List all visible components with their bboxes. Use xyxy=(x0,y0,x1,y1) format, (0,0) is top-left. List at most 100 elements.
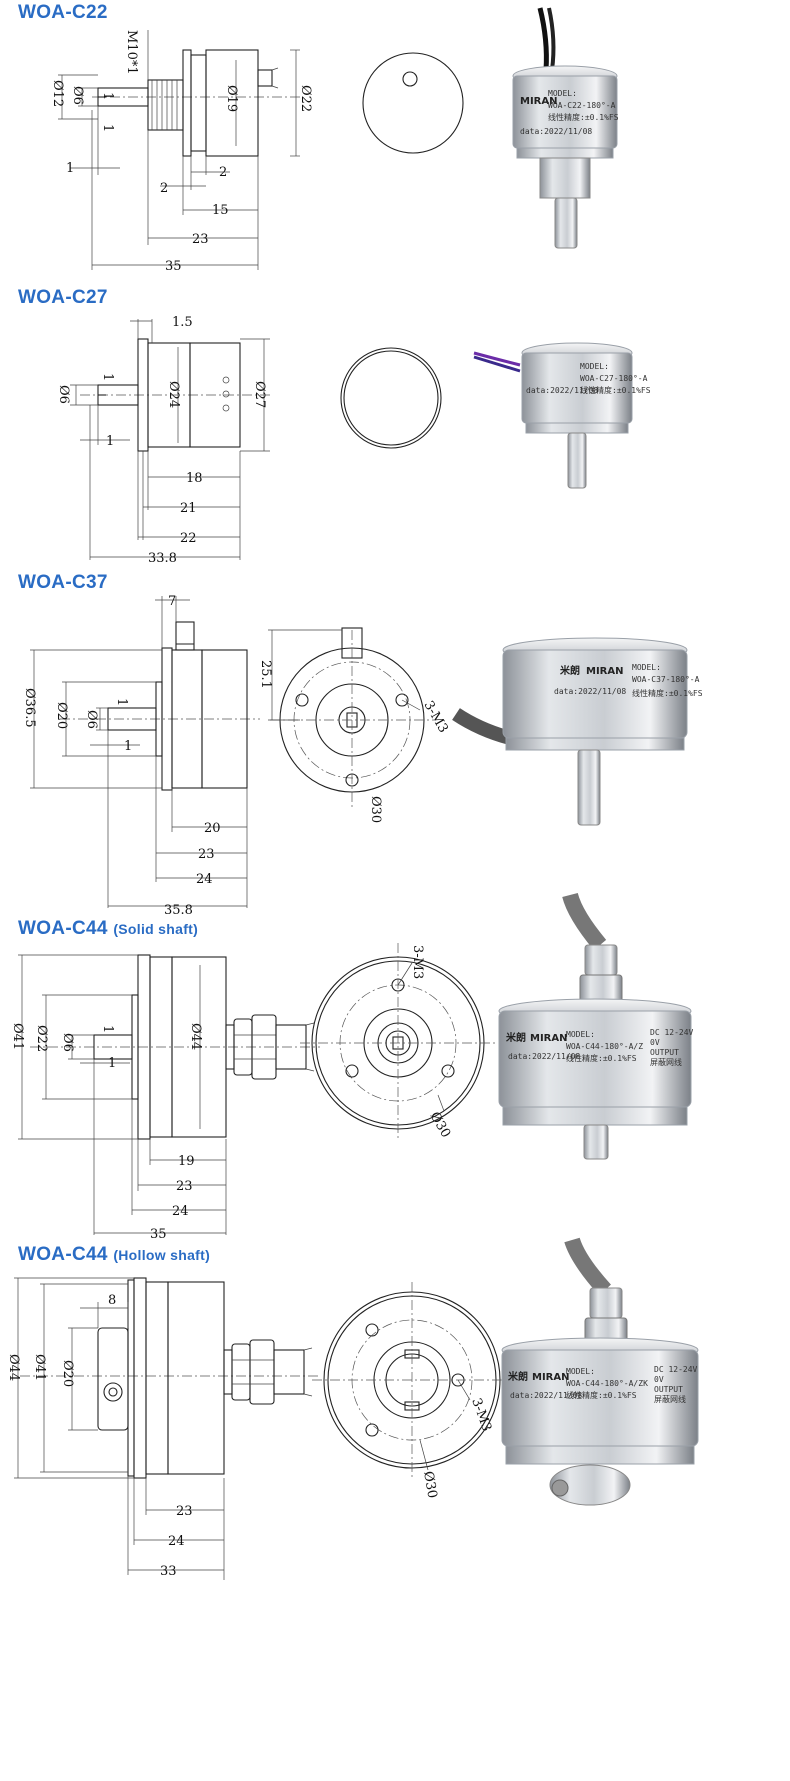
dim-d6: Ø6 xyxy=(70,86,85,105)
dim-3-m3: 3-M3 xyxy=(410,945,425,979)
svg-text:MODEL:: MODEL: xyxy=(548,89,577,98)
dim-33-8: 33.8 xyxy=(148,551,177,566)
svg-text:MIRAN: MIRAN xyxy=(586,666,623,677)
dim-7: 7 xyxy=(168,594,176,609)
dim-1a: 1 xyxy=(114,698,129,706)
drawing-woa-c37: 7 Ø36.5 Ø20 Ø6 1 1 20 23 24 35.8 25.1 3-… xyxy=(22,594,703,918)
section-woa-c22: WOA-C22 xyxy=(0,0,790,290)
svg-text:DC 12-24V: DC 12-24V xyxy=(654,1365,698,1374)
dim-d44: Ø44 xyxy=(6,1354,21,1381)
dim-d30: Ø30 xyxy=(368,796,383,823)
side-view xyxy=(92,49,300,157)
svg-text:米朗: 米朗 xyxy=(560,664,580,677)
front-view xyxy=(362,52,464,154)
dim-d22: Ø22 xyxy=(298,85,313,112)
dim-thread: M10*1 xyxy=(124,30,139,75)
dim-d19: Ø19 xyxy=(224,85,239,112)
dim-2a: 2 xyxy=(160,181,168,196)
dim-1b: 1 xyxy=(108,1056,116,1071)
svg-text:屏蔽网线: 屏蔽网线 xyxy=(654,1394,686,1404)
svg-text:MODEL:: MODEL: xyxy=(632,663,661,672)
dim-d6: Ø6 xyxy=(84,710,99,729)
section-woa-c37: WOA-C37 7 xyxy=(0,570,790,920)
front-view xyxy=(312,1282,512,1480)
dim-1-5: 1.5 xyxy=(172,315,193,330)
section-woa-c44-solid: WOA-C44 (Solid shaft) xyxy=(0,892,790,1245)
dim-2b: 2 xyxy=(219,165,227,180)
svg-text:WOA-C27-180°-A: WOA-C27-180°-A xyxy=(580,374,648,383)
dim-23: 23 xyxy=(192,232,209,247)
dim-19: 19 xyxy=(178,1154,195,1169)
front-view xyxy=(300,943,496,1141)
svg-text:data:2022/11/08: data:2022/11/08 xyxy=(510,1391,582,1400)
dim-1b: 1 xyxy=(124,739,132,754)
drawing-woa-c22: M10*1 Ø12 Ø6 Ø19 Ø22 1 1 1 2 2 15 23 35 … xyxy=(50,7,619,274)
svg-text:米朗: 米朗 xyxy=(506,1031,526,1044)
svg-text:MIRAN: MIRAN xyxy=(532,1372,569,1383)
product-photo-c37: 米朗 MIRAN MODEL: WOA-C37-180°-A 线性精度:±0.1… xyxy=(452,637,703,826)
svg-text:线性精度:±0.1%FS: 线性精度:±0.1%FS xyxy=(566,1053,637,1063)
svg-text:线性精度:±0.1%FS: 线性精度:±0.1%FS xyxy=(548,112,619,122)
dim-d6: Ø6 xyxy=(56,385,71,404)
product-photo-c22: MIRAN MODEL: WOA-C22-180°-A 线性精度:±0.1%FS… xyxy=(512,7,619,249)
dim-d22: Ø22 xyxy=(34,1025,49,1052)
svg-text:MIRAN: MIRAN xyxy=(530,1033,567,1044)
dim-d44: Ø44 xyxy=(188,1023,203,1050)
dim-3-m3: 3-M3 xyxy=(468,1396,494,1433)
dim-d6: Ø6 xyxy=(60,1033,75,1052)
section-title: WOA-C27 xyxy=(18,287,108,308)
svg-text:WOA-C37-180°-A: WOA-C37-180°-A xyxy=(632,675,700,684)
drawing-woa-c44-solid: Ø41 Ø22 Ø6 1 Ø44 1 19 23 24 35 3-M3 Ø30 xyxy=(10,892,694,1242)
dim-1b: 1 xyxy=(106,434,114,449)
section-title: WOA-C44 (Hollow shaft) xyxy=(18,1244,211,1265)
svg-text:data:2022/11/08: data:2022/11/08 xyxy=(554,687,626,696)
dim-d41: Ø41 xyxy=(32,1354,47,1381)
drawing-woa-c27: 1.5 Ø6 1 Ø24 Ø27 1 18 21 22 33.8 MODEL: … xyxy=(56,315,651,566)
dim-24: 24 xyxy=(196,872,213,887)
dim-35: 35 xyxy=(150,1227,167,1242)
dim-35: 35 xyxy=(165,259,182,274)
dim-d30: Ø30 xyxy=(427,1110,454,1141)
dim-20: 20 xyxy=(204,821,221,836)
dim-1a: 1 xyxy=(100,373,115,381)
svg-text:线性精度:±0.1%FS: 线性精度:±0.1%FS xyxy=(566,1390,637,1400)
front-view xyxy=(268,627,436,808)
svg-text:OUTPUT: OUTPUT xyxy=(654,1385,683,1394)
dim-1a: 1 xyxy=(100,1025,115,1033)
svg-text:MODEL:: MODEL: xyxy=(580,362,609,371)
svg-text:0V: 0V xyxy=(650,1038,660,1047)
dim-d12: Ø12 xyxy=(50,80,65,107)
section-woa-c44-hollow: WOA-C44 (Hollow shaft) xyxy=(0,1237,790,1781)
dim-3-m3: 3-M3 xyxy=(421,699,451,736)
dim-d27: Ø27 xyxy=(252,381,267,408)
svg-text:WOA-C44-180°-A/Z: WOA-C44-180°-A/Z xyxy=(566,1042,643,1051)
dim-d20: Ø20 xyxy=(54,702,69,729)
dim-d41: Ø41 xyxy=(10,1023,25,1050)
product-photo-c44s: 米朗 MIRAN MODEL: WOA-C44-180°-A/Z 线性精度:±0… xyxy=(498,892,694,1160)
svg-text:MIRAN: MIRAN xyxy=(520,96,557,107)
svg-text:data:2022/11/08: data:2022/11/08 xyxy=(520,127,592,136)
drawing-woa-c44-hollow: Ø44 Ø41 Ø20 8 23 24 33 3-M3 Ø30 xyxy=(6,1237,699,1580)
svg-text:OUTPUT: OUTPUT xyxy=(650,1048,679,1057)
dim-d20: Ø20 xyxy=(60,1360,75,1387)
dim-1-left: 1 xyxy=(66,161,74,176)
dim-22: 22 xyxy=(180,531,197,546)
dim-1a: 1 xyxy=(100,92,115,100)
section-title: WOA-C37 xyxy=(18,572,108,593)
svg-text:MODEL:: MODEL: xyxy=(566,1030,595,1039)
svg-text:线性精度:±0.1%FS: 线性精度:±0.1%FS xyxy=(632,688,703,698)
svg-text:屏蔽网线: 屏蔽网线 xyxy=(650,1057,682,1067)
svg-text:线性精度:±0.1%FS: 线性精度:±0.1%FS xyxy=(580,385,651,395)
dim-1b: 1 xyxy=(100,124,115,132)
side-view xyxy=(30,954,320,1140)
front-view xyxy=(340,347,442,449)
svg-text:DC 12-24V: DC 12-24V xyxy=(650,1028,694,1037)
dim-23: 23 xyxy=(198,847,215,862)
dim-8: 8 xyxy=(108,1293,116,1308)
dim-d30: Ø30 xyxy=(420,1470,439,1499)
dim-33: 33 xyxy=(160,1564,177,1579)
product-photo-c44h: 米朗 MIRAN MODEL: WOA-C44-180°-A/ZK 线性精度:±… xyxy=(501,1237,699,1506)
svg-text:0V: 0V xyxy=(654,1375,664,1384)
dim-21: 21 xyxy=(180,501,197,516)
section-title: WOA-C22 xyxy=(18,2,108,23)
